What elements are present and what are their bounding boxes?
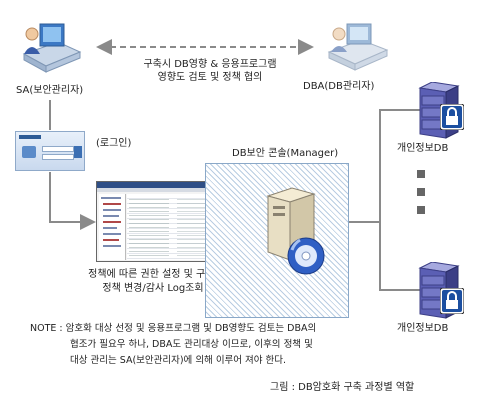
db-bracket-line [379,109,420,291]
console-label: DB보안 콘솔(Manager) [232,148,339,159]
login-pw-field [42,154,74,160]
sa-label: SA(보안관리자) [16,85,84,96]
console-tree-panel [99,194,126,260]
lock-icon [440,288,464,314]
dba-label: DBA(DB관리자) [303,81,375,92]
login-to-console-arrow [49,172,96,230]
db-top-label: 개인정보DB [397,143,449,154]
ellipsis-square-2 [417,188,425,196]
server-tower-icon [266,187,325,275]
review-line-2: 영향도 검토 및 정책 협의 [157,72,263,83]
policy-line-1: 정책에 따른 권한 설정 및 구축/ [88,269,218,280]
lock-icon [440,104,464,130]
figure-caption: 그림 : DB암호화 구축 과정별 역할 [270,382,415,393]
review-line-1: 구축시 DB영향 & 응용프로그램 [143,59,277,70]
login-key-icon [22,146,36,158]
note-line-1: NOTE : 암호화 대상 선정 및 응용프로그램 및 DB영향도 검토는 DB… [30,323,317,334]
policy-line-2: 정책 변경/감사 Log조회 [102,283,204,294]
ellipsis-square-3 [417,206,425,214]
note-line-2: 협조가 필요우 하나, DBA도 관리대상 이므로, 이후의 정책 및 [70,339,313,350]
console-titlebar [97,182,231,188]
ellipsis-square-1 [417,170,425,178]
login-button [74,146,82,158]
sa-computer-icon [22,23,82,73]
login-screen-thumbnail [15,131,85,171]
note-line-3: 대상 관리는 SA(보안관리자)에 의해 이루어 져야 한다. [70,355,287,366]
login-id-field [42,146,74,152]
console-toolbar [97,188,231,192]
login-label: (로그인) [96,138,132,149]
db-bottom-label: 개인정보DB [397,323,449,334]
login-logo-bar [19,135,41,139]
dba-computer-icon [327,23,389,71]
